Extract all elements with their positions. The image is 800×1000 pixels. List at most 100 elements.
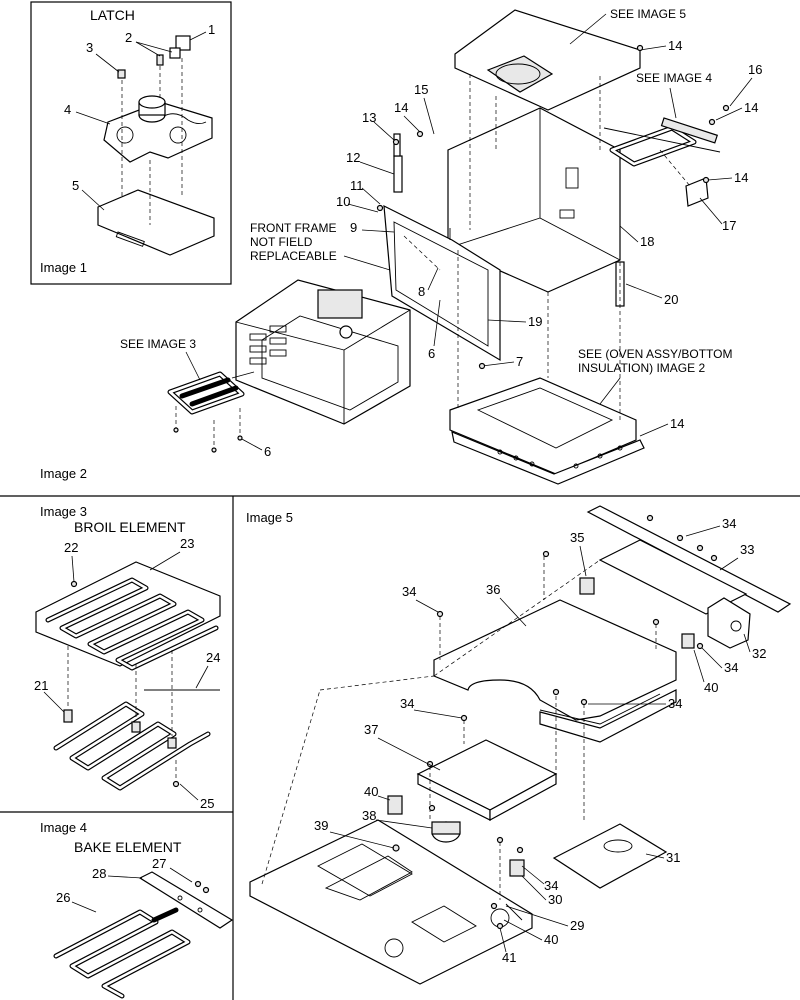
broil-element-coil [45,577,219,671]
mount-bracket-part [509,859,525,877]
callout: 5 [72,178,79,193]
callout: 29 [570,918,584,933]
insulation-panel-part [416,739,558,822]
callout: 22 [64,540,78,555]
hinge-bracket-part [393,155,403,193]
screw-icon [70,580,180,788]
broil-element-title: BROIL ELEMENT [74,519,186,535]
callout: 27 [152,856,166,871]
note-see-image4: SEE IMAGE 4 [636,71,712,85]
image2-label: Image 2 [40,466,87,481]
broil-clip-part [63,709,73,723]
callout: 2 [125,30,132,45]
callout: 34 [544,878,558,893]
callout: 14 [670,416,684,431]
latch-bracket-part [97,189,215,256]
callout: 17 [722,218,736,233]
callout: 32 [752,646,766,661]
callout: 6 [264,444,271,459]
bake-bracket-part [138,871,234,929]
callout: 9 [350,220,357,235]
image1-frame [30,1,232,285]
callout: 19 [528,314,542,329]
mount-bracket-part [681,633,695,649]
callout: 14 [668,38,682,53]
callout: 7 [516,354,523,369]
callout: 24 [206,650,220,665]
callout: 14 [394,100,408,115]
callout: 4 [64,102,71,117]
callout: 15 [414,82,428,97]
callout: 1 [208,22,215,37]
note-see-oven-assy: SEE (OVEN ASSY/BOTTOM [578,347,732,361]
callout: 36 [486,582,500,597]
callout: 37 [364,722,378,737]
callout: 25 [200,796,214,811]
image2-oven-assembly: Image 2 [40,7,762,485]
broil-element-small [167,371,255,415]
bottom-insulation-part [449,377,645,485]
callout: 40 [364,784,378,799]
callout: 6 [428,346,435,361]
callout: 39 [314,818,328,833]
mount-bracket-part [387,795,403,815]
note-front-frame: NOT FIELD [250,235,313,249]
callout: 11 [350,178,364,193]
side-bracket-part [685,177,709,207]
callout: 31 [666,850,680,865]
callout: 34 [722,516,736,531]
latch-plate-part [103,95,213,163]
callout: 40 [704,680,718,695]
callout: 12 [346,150,360,165]
image5-top-insulation-group: Image 5 [246,505,792,985]
callout: 10 [336,194,350,209]
note-front-frame: REPLACEABLE [250,249,337,263]
callout: 34 [724,660,738,675]
front-frame-part [383,204,501,362]
screw-icon [173,44,730,453]
note-see-image5: SEE IMAGE 5 [610,7,686,21]
image3-label: Image 3 [40,504,87,519]
callout: 34 [402,584,416,599]
callout: 33 [740,542,754,557]
cover-plate-part [552,823,668,889]
top-insulation-pad [433,599,677,743]
assembly-lines [261,556,657,900]
bake-element-title: BAKE ELEMENT [74,839,182,855]
callout: 8 [418,284,425,299]
callout: 34 [400,696,414,711]
image5-label: Image 5 [246,510,293,525]
latch-title: LATCH [90,7,135,23]
callout: 14 [734,170,748,185]
assembly-lines [175,74,691,450]
callout: 40 [544,932,558,947]
screw-icon [194,880,210,894]
note-front-frame: FRONT FRAME [250,221,336,235]
callout: 30 [548,892,562,907]
callout: 28 [92,866,106,881]
callout: 14 [744,100,758,115]
callout: 41 [502,950,516,965]
image1-label: Image 1 [40,260,87,275]
broil-element-lower [53,689,220,791]
image4-label: Image 4 [40,820,87,835]
image1-latch-group: LATCH Image 1 [40,7,215,275]
oven-liner-part [235,279,411,425]
top-insulation-part [454,9,641,111]
image4-bake-element-group: Image 4 BAKE ELEMENT 27 28 26 [40,820,234,999]
callout: 26 [56,890,70,905]
clip-part [579,577,595,595]
callout: 38 [362,808,376,823]
callout: 35 [570,530,584,545]
callout: 23 [180,536,194,551]
latch-switch-part [169,31,207,59]
blower-housing-part [707,597,751,649]
callout: 13 [362,110,376,125]
callout: 16 [748,62,762,77]
thermostat-part [431,821,461,843]
callout: 3 [86,40,93,55]
callout: 20 [664,292,678,307]
image3-broil-element-group: Image 3 BROIL ELEMENT 22 23 24 21 [34,504,221,811]
rear-bracket-part [586,505,792,615]
